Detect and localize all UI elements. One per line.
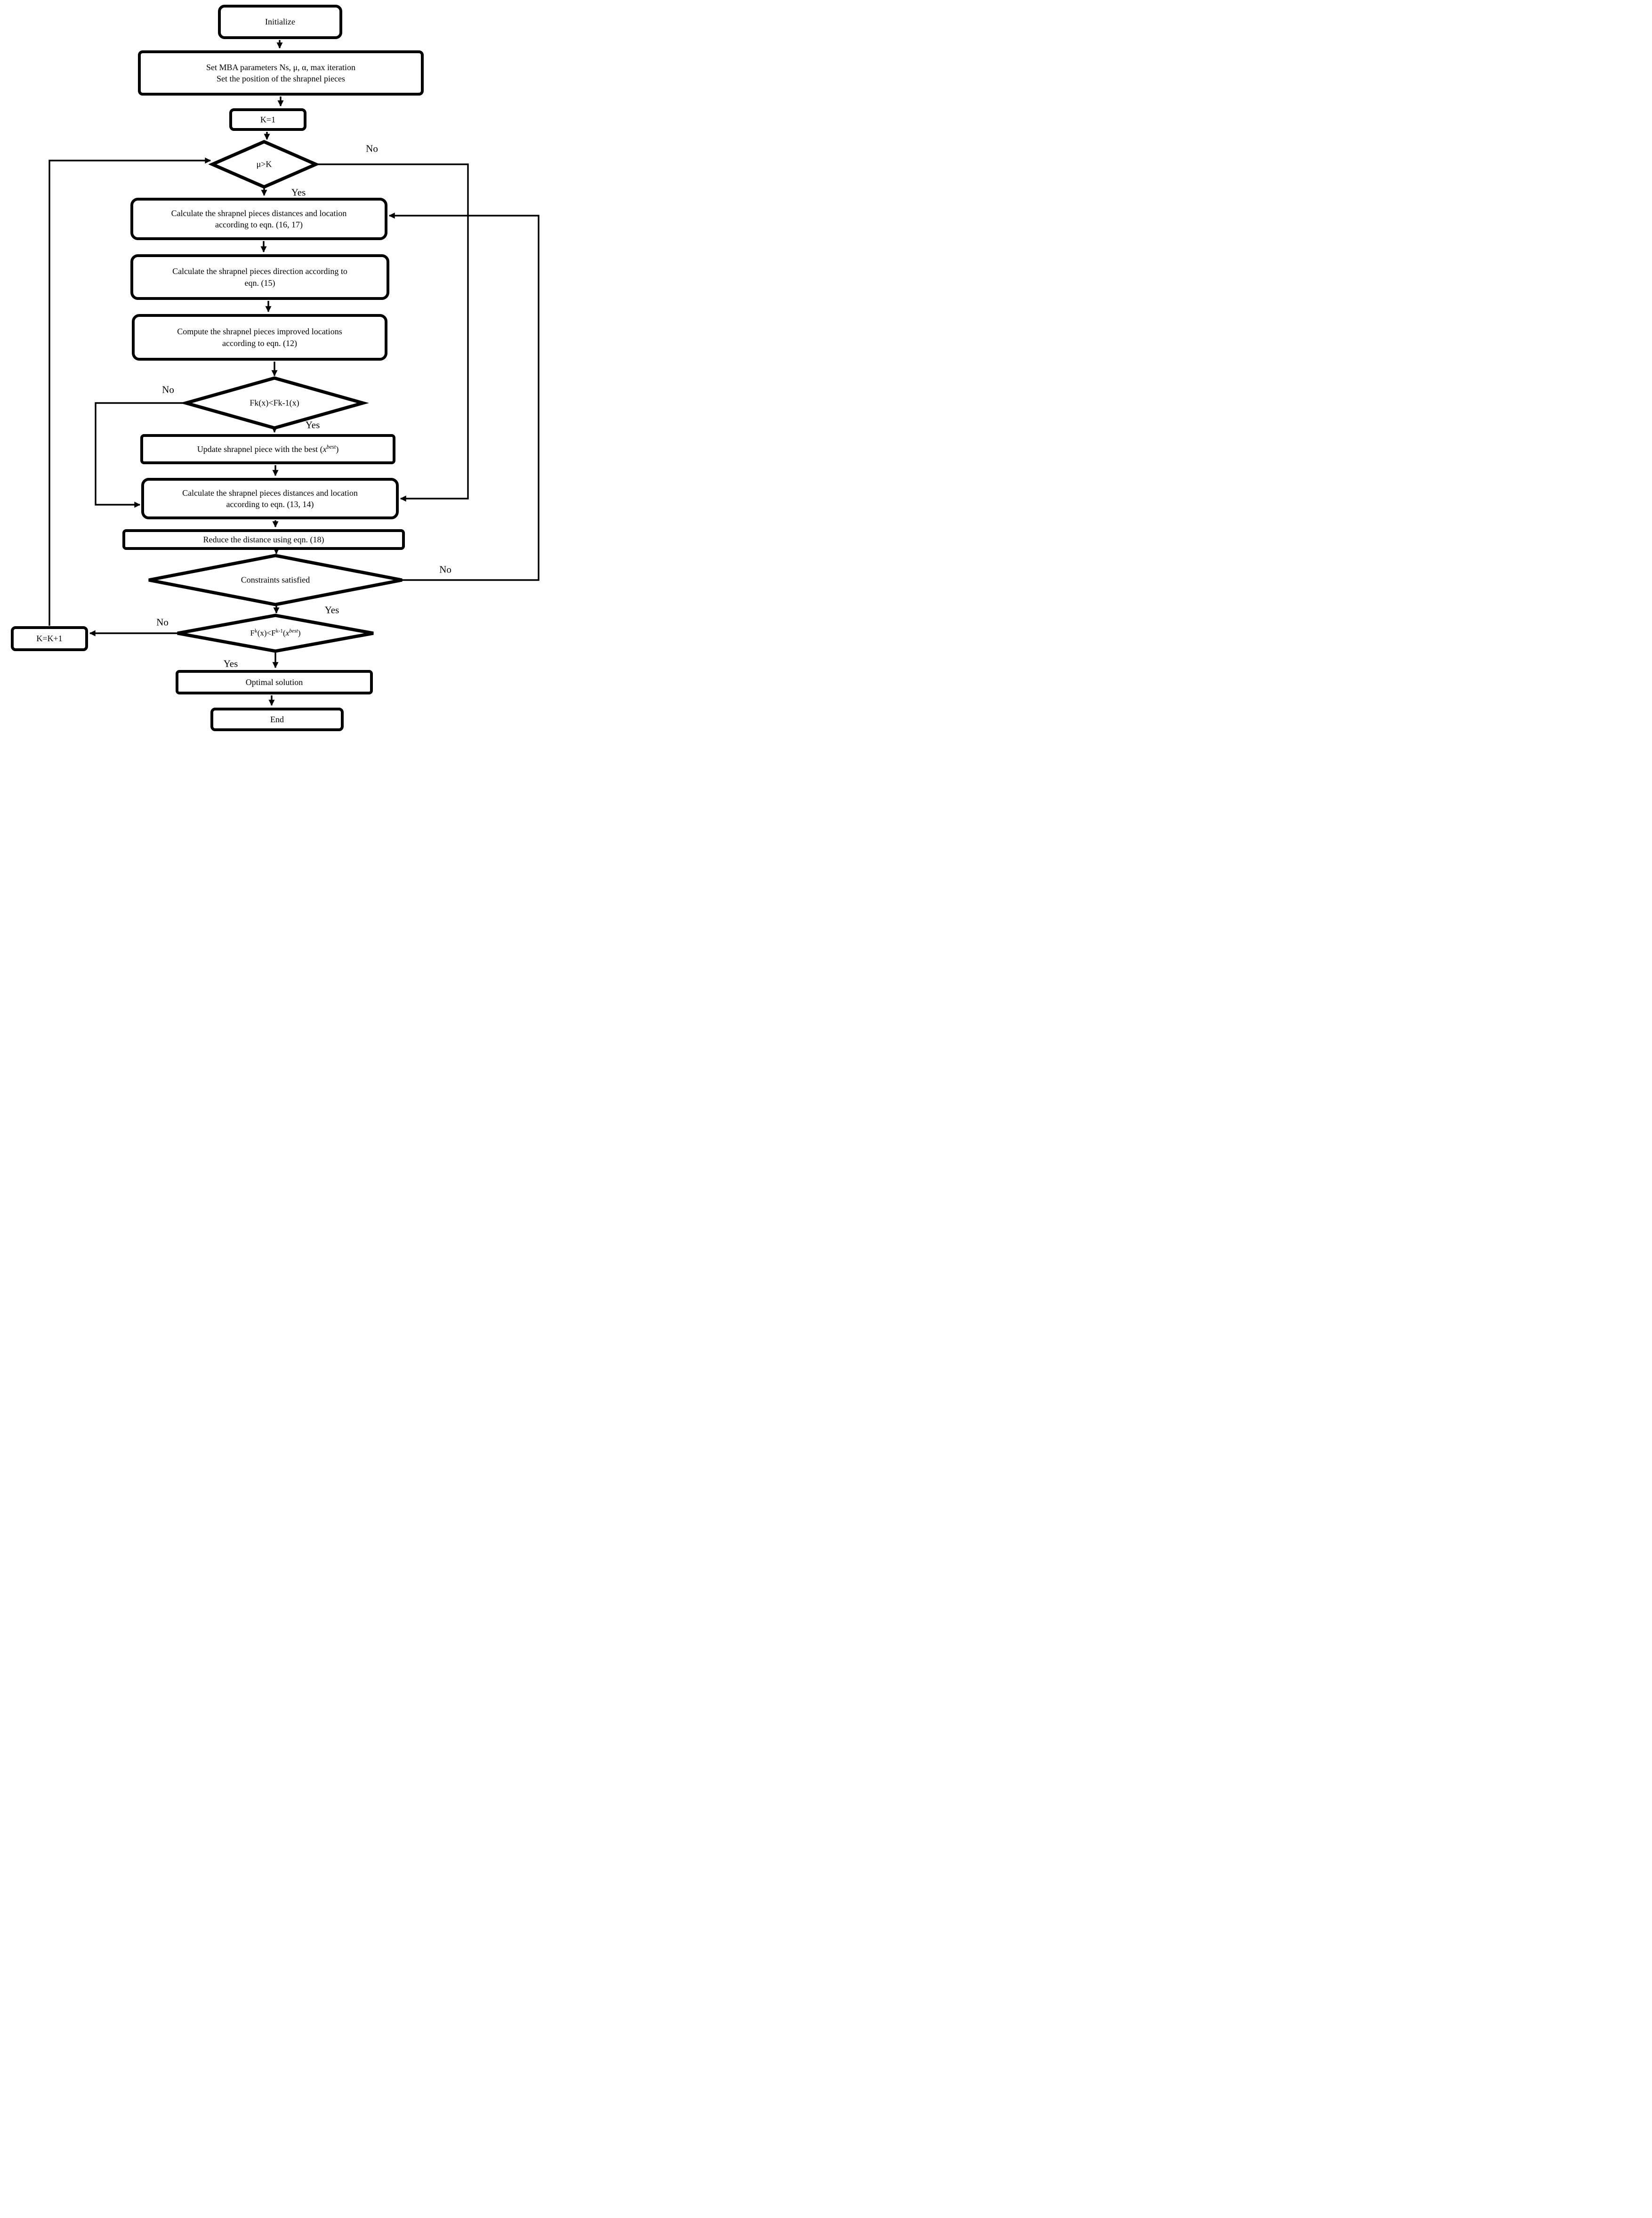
label-no-fk-check: No <box>162 384 174 395</box>
edge-mu-no-loop-to-calc1314 <box>316 163 469 502</box>
label-fk-check: Fk(x)<Fk-1(x) <box>250 398 299 408</box>
label-no-final-check: No <box>156 616 169 628</box>
final-check-sup1: k <box>254 628 258 634</box>
decision-diamond-fk-check <box>180 376 369 430</box>
decision-diamond-final-check <box>177 613 374 653</box>
label-constraints: Constraints satisfied <box>241 575 310 585</box>
node-optimal-solution-label: Optimal solution <box>245 677 303 687</box>
node-calc-eqn-13-14-line1: Calculate the shrapnel pieces distances … <box>182 488 358 498</box>
edge-constraints-no-loop-to-calc1617 <box>388 212 540 581</box>
final-check-f1: F <box>250 629 255 637</box>
final-check-sup2: k-1 <box>275 628 283 634</box>
flowchart-canvas: Initialize Set MBA parameters Ns, μ, α, … <box>0 0 551 739</box>
node-compute-eqn-12: Compute the shrapnel pieces improved loc… <box>132 314 387 361</box>
update-best-text: Update shrapnel piece with the best ( <box>197 444 323 454</box>
node-k-increment: K=K+1 <box>11 626 88 651</box>
final-check-var: x <box>285 629 290 637</box>
node-calc-eqn-15-line2: eqn. (15) <box>244 278 275 288</box>
edge-k-increment-loop-to-mu-check <box>48 157 211 626</box>
node-compute-eqn-12-line2: according to eqn. (12) <box>222 338 297 348</box>
node-initialize-label: Initialize <box>265 17 295 27</box>
node-k-increment-label: K=K+1 <box>36 634 63 644</box>
decision-diamond-mu-check <box>208 140 320 189</box>
label-no-constraints: No <box>439 564 451 575</box>
node-set-parameters-line2: Set the position of the shrapnel pieces <box>217 74 345 83</box>
final-check-close: ) <box>298 629 301 637</box>
update-best-close: ) <box>336 444 339 454</box>
node-initialize: Initialize <box>218 5 342 39</box>
node-optimal-solution: Optimal solution <box>176 670 373 694</box>
label-yes-final-check: Yes <box>223 658 238 669</box>
update-best-sup: best <box>326 443 336 450</box>
node-k-equals-1-label: K=1 <box>260 114 276 124</box>
node-update-best: Update shrapnel piece with the best (xbe… <box>140 434 395 464</box>
node-set-parameters: Set MBA parameters Ns, μ, α, max iterati… <box>138 50 424 96</box>
node-calc-eqn-16-17-line1: Calculate the shrapnel pieces distances … <box>171 208 347 218</box>
decision-diamond-constraints <box>148 554 403 606</box>
final-check-mid: (x)<F <box>257 629 276 637</box>
connector-layer <box>48 40 540 706</box>
label-yes-mu-check: Yes <box>291 186 306 198</box>
label-mu-check: μ>K <box>256 159 272 169</box>
label-no-mu-check: No <box>366 143 378 154</box>
node-calc-eqn-15-line1: Calculate the shrapnel pieces direction … <box>172 266 347 276</box>
node-calc-eqn-16-17: Calculate the shrapnel pieces distances … <box>130 198 387 240</box>
final-check-open: ( <box>283 629 286 637</box>
node-calc-eqn-13-14-line2: according to eqn. (13, 14) <box>226 500 314 509</box>
node-calc-eqn-16-17-line2: according to eqn. (16, 17) <box>215 220 303 229</box>
label-yes-fk-check: Yes <box>305 419 320 431</box>
node-set-parameters-line1: Set MBA parameters Ns, μ, α, max iterati… <box>206 62 356 72</box>
label-final-check: Fk(x)<Fk-1(xbest) <box>250 628 301 638</box>
node-end-label: End <box>270 714 284 724</box>
node-update-best-label: Update shrapnel piece with the best (xbe… <box>197 444 339 455</box>
label-yes-constraints: Yes <box>324 604 339 616</box>
final-check-sup3: best <box>289 628 298 634</box>
node-calc-eqn-13-14: Calculate the shrapnel pieces distances … <box>141 478 399 519</box>
node-compute-eqn-12-line1: Compute the shrapnel pieces improved loc… <box>177 327 342 337</box>
update-best-var: x <box>322 444 327 454</box>
node-k-equals-1: K=1 <box>229 108 306 131</box>
edge-fk-no-loop-to-calc1314 <box>95 402 186 508</box>
node-reduce-distance: Reduce the distance using eqn. (18) <box>122 529 405 550</box>
node-calc-eqn-15: Calculate the shrapnel pieces direction … <box>130 254 389 300</box>
node-reduce-distance-label: Reduce the distance using eqn. (18) <box>203 534 324 544</box>
node-end: End <box>210 708 344 731</box>
